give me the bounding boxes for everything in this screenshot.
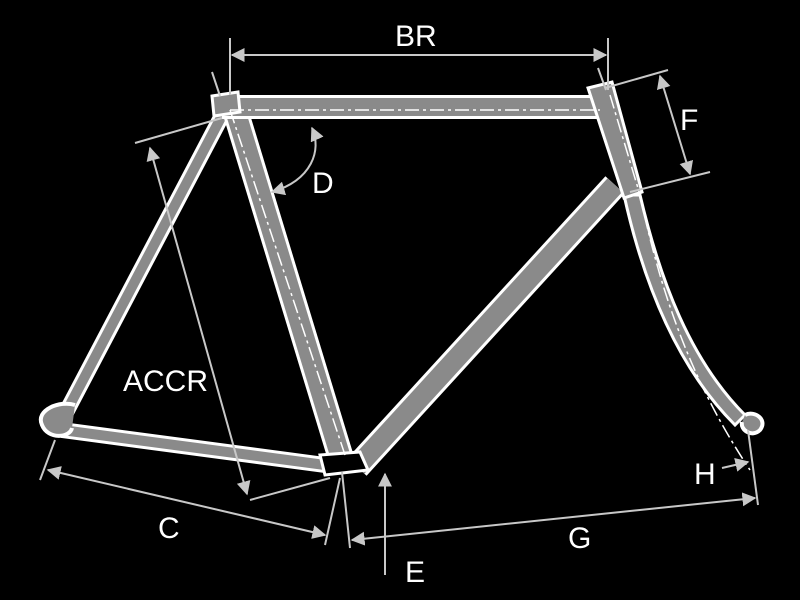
chain-stay bbox=[60, 422, 327, 473]
dimension-d bbox=[270, 126, 324, 196]
label-e: E bbox=[405, 556, 425, 589]
rear-dropout bbox=[38, 401, 76, 438]
dimension-e bbox=[341, 471, 392, 575]
label-d: D bbox=[312, 167, 334, 200]
center-lines bbox=[229, 94, 751, 471]
dimension-c bbox=[39, 439, 341, 546]
label-g: G bbox=[568, 522, 591, 555]
dimension-g bbox=[350, 429, 759, 546]
seat-clamp bbox=[210, 90, 242, 118]
label-h: H bbox=[694, 458, 716, 491]
fork bbox=[622, 193, 765, 436]
dimension-h bbox=[721, 458, 750, 472]
label-accr: ACCR bbox=[123, 365, 208, 398]
head-tube bbox=[586, 80, 644, 200]
dimension-f bbox=[604, 69, 711, 193]
label-f: F bbox=[680, 104, 698, 137]
label-br: BR bbox=[395, 20, 437, 53]
bottom-bracket bbox=[318, 450, 371, 477]
down-tube bbox=[347, 176, 625, 476]
label-c: C bbox=[158, 512, 180, 545]
dimension-br bbox=[211, 38, 609, 97]
